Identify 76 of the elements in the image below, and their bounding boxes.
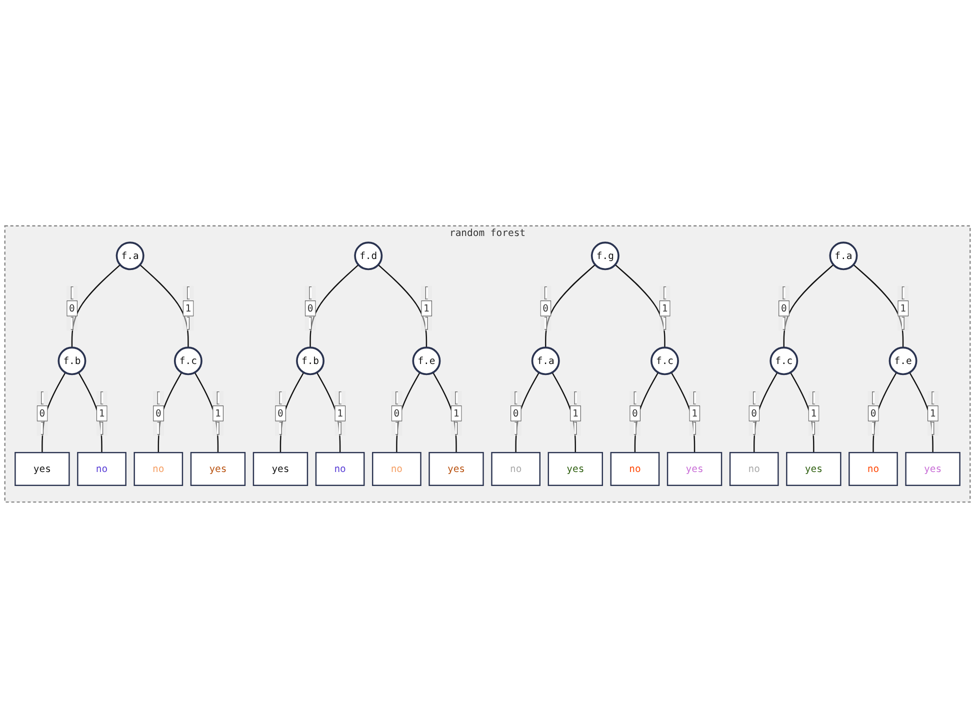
node-box: no [315,452,365,486]
connector [280,372,304,453]
node-box: no [491,452,540,486]
connector [42,372,66,453]
connector [790,372,814,453]
edge-label: 0 [278,407,284,419]
connector [140,264,189,348]
edge-label: 1 [662,302,668,314]
connector [853,264,904,348]
connector [158,372,182,453]
node-box: yes [252,452,308,486]
connector [71,264,121,348]
node-box: no [372,452,422,486]
connector [396,372,420,453]
node-box: no [77,452,126,486]
connector [552,372,576,453]
edge-label: 1 [900,302,906,314]
edge-label: 1 [424,302,430,314]
node-circle: f.b [58,346,86,376]
node-box: no [134,452,184,486]
edge-label: 1 [810,407,817,419]
connector [194,372,219,453]
edge-label: 0 [155,407,162,419]
edge-label: 1 [572,407,578,419]
edge-label: 1 [98,407,105,419]
connector [670,372,696,453]
edge-label: 0 [69,302,75,314]
edge-label: 1 [453,407,460,419]
edge-label: 0 [542,302,549,314]
node-box: no [610,452,660,486]
node-box: yes [905,452,960,486]
connector [783,264,834,348]
connector [78,372,102,453]
node-circle: f.a [116,242,144,270]
node-box: yes [548,452,603,486]
node-box: yes [428,452,484,486]
node-box: yes [14,452,70,486]
edge-label: 0 [870,407,876,419]
node-circle: f.b [296,346,324,376]
edge-label: 0 [780,302,787,314]
node-circle: f.c [174,346,202,376]
edge-label: 1 [337,407,343,419]
edge-label: 0 [751,407,758,419]
connector [909,372,934,453]
node-circle: f.g [590,242,620,270]
node-circle: f.d [354,242,383,270]
node-circle: f.e [888,346,918,376]
node-circle: f.c [650,346,679,376]
edge-label: 1 [215,407,221,419]
connector [432,372,457,453]
edge-label: 1 [692,407,698,419]
connector [378,264,428,348]
connector [614,264,666,348]
edge-label: 0 [632,407,638,419]
edge-label: 1 [185,302,192,314]
node-box: no [729,452,779,486]
connector [545,264,596,348]
connector [316,372,341,453]
connector [634,372,659,453]
edge-label: 1 [930,407,936,419]
node-box: no [848,452,898,486]
node-circle: f.c [770,346,798,376]
node-box: yes [666,452,722,486]
connector [754,372,778,453]
node-circle: f.e [412,346,441,376]
connector [872,372,897,453]
node-circle: f.a [829,242,858,270]
edge-label: 0 [39,407,46,419]
node-box: yes [190,452,246,486]
edge-label: 0 [512,407,519,419]
connector [515,372,540,453]
edge-label: 0 [394,407,400,419]
node-circle: f.a [531,346,560,376]
node-box: yes [786,452,842,486]
edge-label: 0 [307,302,314,314]
connector [310,264,359,348]
